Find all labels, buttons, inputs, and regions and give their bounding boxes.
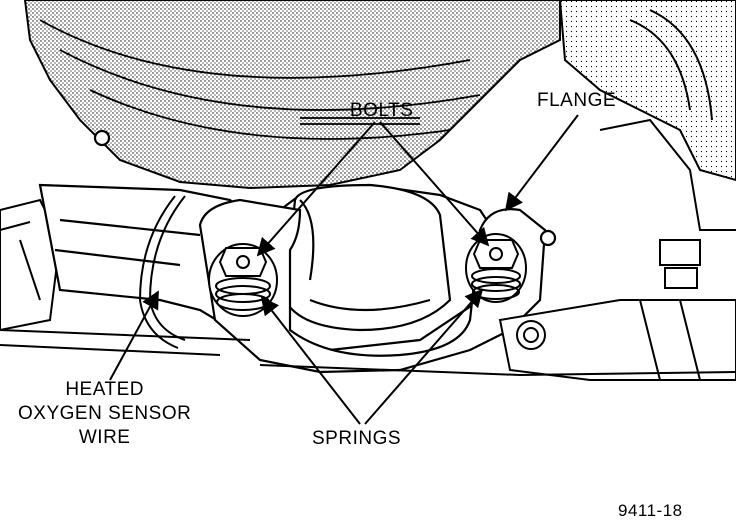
label-bolts: BOLTS bbox=[350, 100, 414, 121]
lower-frame bbox=[0, 329, 736, 377]
label-flange: FLANGE bbox=[537, 90, 617, 111]
label-springs: SPRINGS bbox=[312, 428, 402, 449]
leader-arrows bbox=[109, 114, 579, 425]
manifold-ribs bbox=[39, 19, 481, 140]
lower-right-bracket bbox=[498, 239, 736, 381]
manifold-upper bbox=[23, 0, 561, 190]
figure-number: 9411-18 bbox=[618, 501, 683, 520]
arrow-springs-left bbox=[260, 296, 361, 425]
arrow-bolts-right bbox=[379, 121, 490, 247]
label-sensor-line-3: WIRE bbox=[78, 427, 131, 448]
bolt-left bbox=[208, 243, 278, 317]
bolt-right bbox=[465, 233, 527, 303]
left-bracket bbox=[0, 198, 62, 332]
arrow-sensor-wire bbox=[109, 290, 159, 381]
label-sensor-line-2: OXYGEN SENSOR bbox=[18, 403, 192, 424]
arrow-bolts-left bbox=[256, 121, 376, 257]
pipe-neck bbox=[283, 183, 452, 332]
engine-parts-right bbox=[558, 0, 736, 231]
label-heated-oxygen-sensor-wire: HEATED OXYGEN SENSOR WIRE bbox=[18, 378, 191, 450]
arrow-flange bbox=[504, 114, 579, 212]
label-sensor-line-1: HEATED bbox=[65, 379, 144, 400]
arrow-springs-right bbox=[364, 288, 484, 425]
